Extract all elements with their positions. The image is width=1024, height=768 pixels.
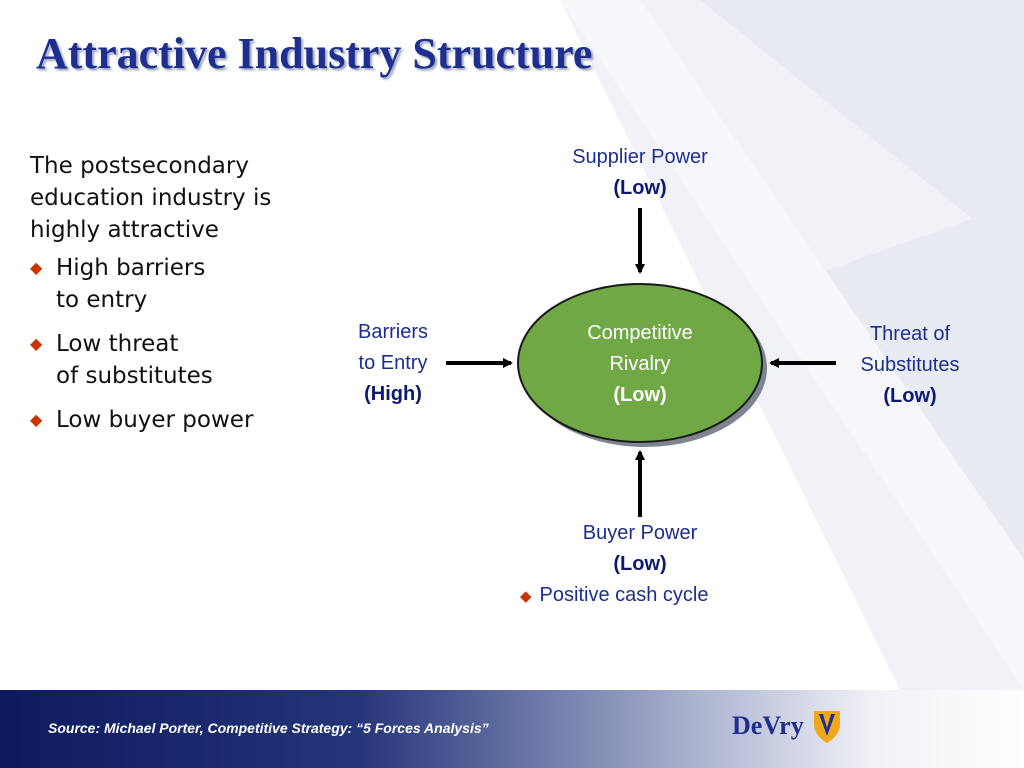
rivalry-label: Competitive Rivalry (Low) xyxy=(540,318,740,411)
devry-shield-icon xyxy=(813,711,840,743)
page-title: Attractive Industry Structure xyxy=(36,29,593,78)
diamond-bullet-icon: ◆ xyxy=(30,410,43,429)
five-forces-diagram xyxy=(446,208,836,517)
rivalry-level: (Low) xyxy=(613,384,667,406)
rivalry-label-line1: Competitive xyxy=(587,322,693,344)
barriers-to-entry-text: Barriers to Entry xyxy=(357,321,428,374)
source-citation: Source: Michael Porter, Competitive Stra… xyxy=(48,720,489,736)
buyer-power-note: ◆ Positive cash cycle xyxy=(520,580,780,612)
rivalry-label-line2: Rivalry xyxy=(609,353,671,375)
diamond-bullet-icon: ◆ xyxy=(520,588,532,605)
devry-logo: DeVry xyxy=(732,708,842,744)
bullet-text: Low buyer power xyxy=(56,407,254,433)
bullet-item: ◆ Low threat of substitutes xyxy=(30,328,320,392)
bullet-text: Low threat of substitutes xyxy=(56,331,213,389)
supplier-power-label: Supplier Power (Low) xyxy=(540,142,740,204)
bullet-text: High barriers to entry xyxy=(56,255,206,313)
intro-block: The postsecondary education industry is … xyxy=(30,150,320,448)
supplier-power-text: Supplier Power xyxy=(572,146,708,168)
barriers-to-entry-label: Barriers to Entry (High) xyxy=(333,317,453,410)
rivalry-ellipse xyxy=(517,283,763,443)
buyer-power-level: (Low) xyxy=(613,553,667,575)
intro-text: The postsecondary education industry is … xyxy=(30,153,272,243)
diamond-bullet-icon: ◆ xyxy=(30,258,43,277)
barriers-to-entry-level: (High) xyxy=(364,383,422,405)
buyer-power-text: Buyer Power xyxy=(582,522,698,544)
buyer-power-note-text: Positive cash cycle xyxy=(539,584,709,606)
bullet-item: ◆ Low buyer power xyxy=(30,404,320,436)
buyer-power-label: Buyer Power (Low) xyxy=(540,518,740,580)
footer-bar xyxy=(0,690,1024,768)
supplier-power-level: (Low) xyxy=(613,177,667,199)
logo-wordmark: DeVry xyxy=(732,711,804,740)
threat-of-substitutes-label: Threat of Substitutes (Low) xyxy=(832,319,988,412)
threat-of-substitutes-level: (Low) xyxy=(883,385,937,407)
diamond-bullet-icon: ◆ xyxy=(30,334,43,353)
threat-of-substitutes-text: Threat of Substitutes xyxy=(860,323,960,376)
background-facets xyxy=(560,0,1024,690)
bullet-item: ◆ High barriers to entry xyxy=(30,252,320,316)
bullet-list: ◆ High barriers to entry ◆ Low threat of… xyxy=(30,252,320,436)
